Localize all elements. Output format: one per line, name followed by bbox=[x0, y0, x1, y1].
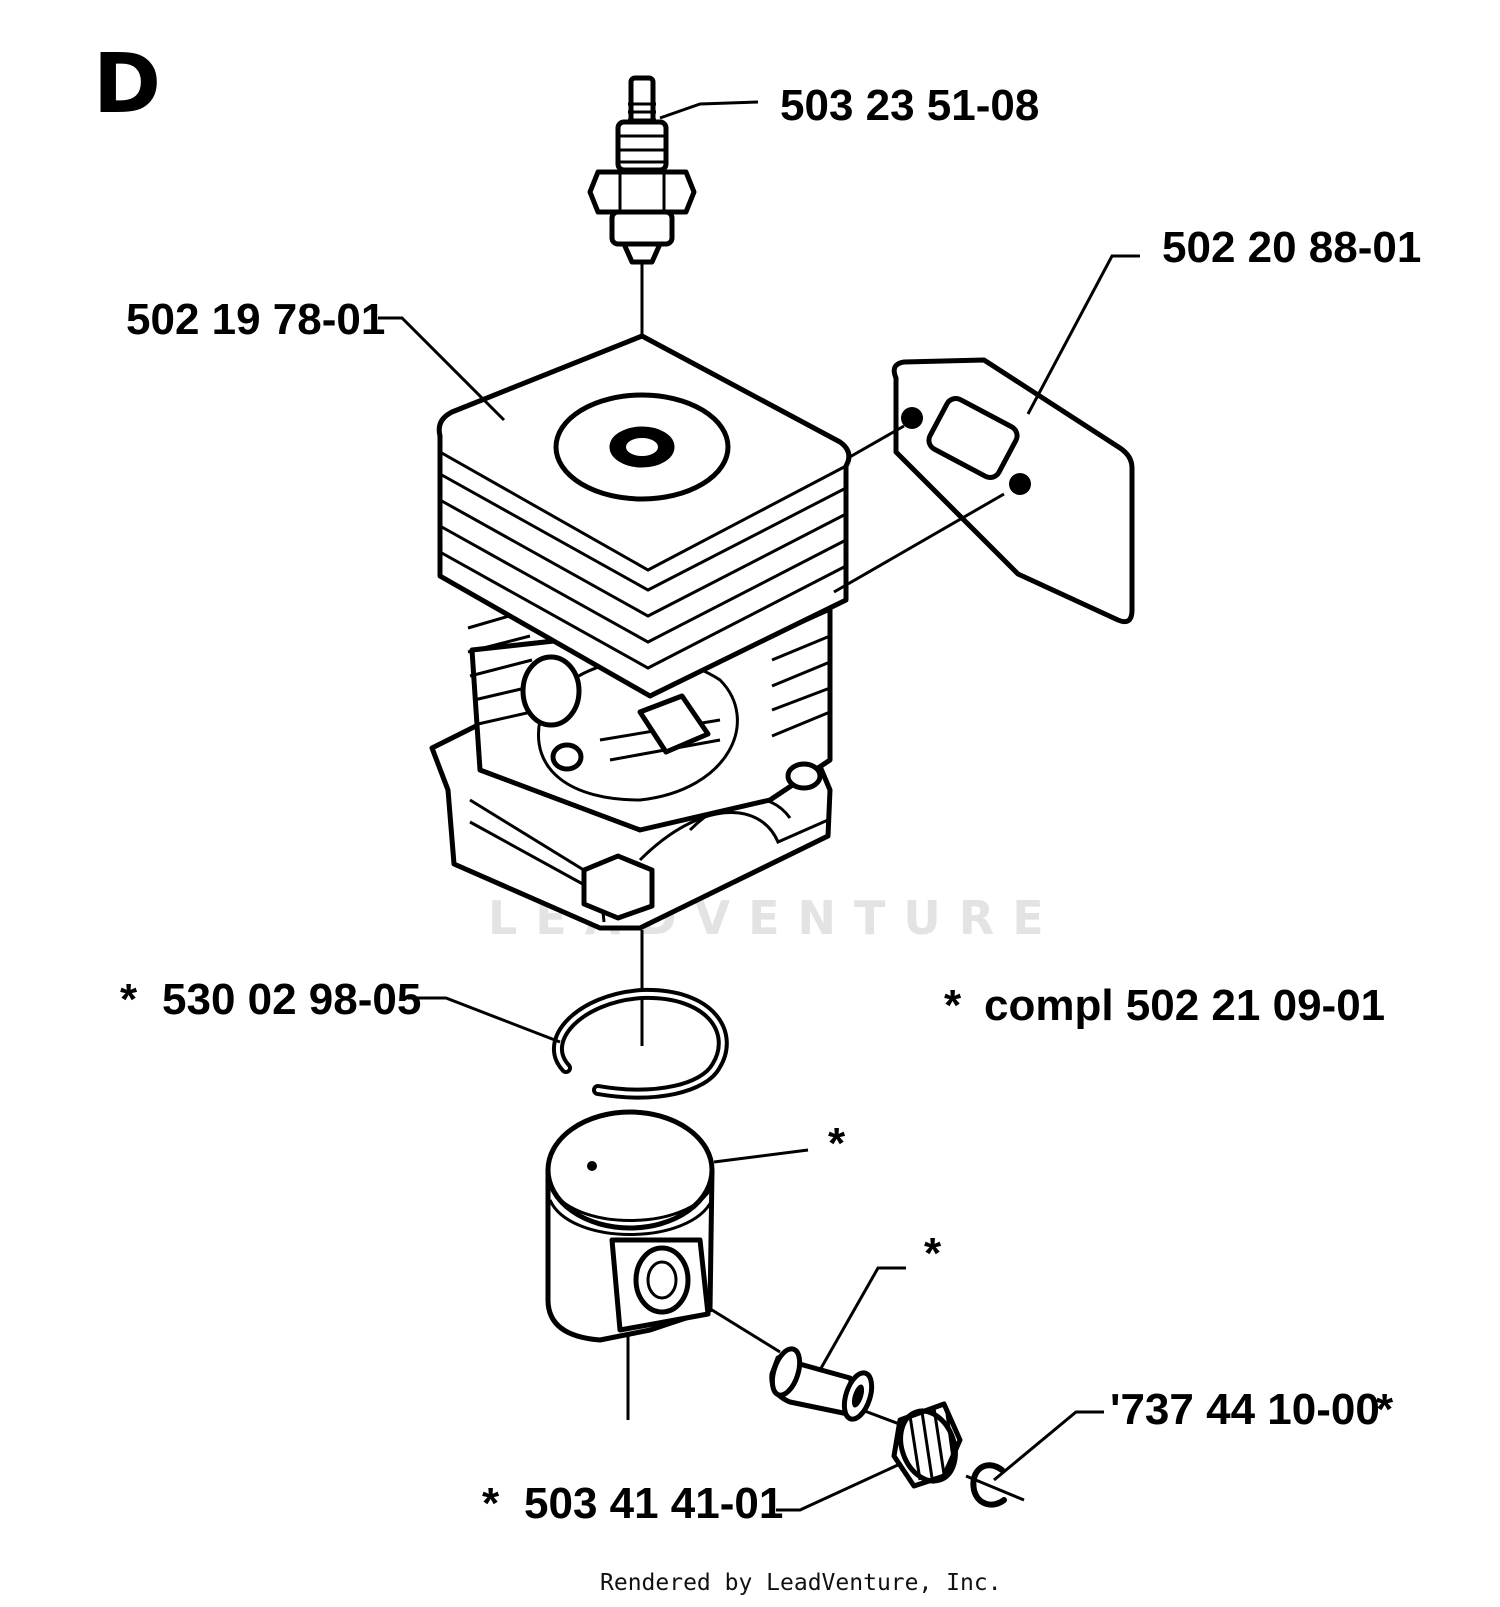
cylinder-leader bbox=[378, 316, 506, 422]
piston-ring-part bbox=[552, 987, 729, 1100]
clip-part-number: '737 44 10-00 bbox=[1110, 1385, 1380, 1434]
bearing-leader bbox=[776, 1462, 901, 1512]
exhaust-gasket-part bbox=[891, 357, 1135, 625]
ring-part-number: 530 02 98-05 bbox=[162, 975, 421, 1024]
bearing-part-number: 503 41 41-01 bbox=[524, 1479, 783, 1528]
piston-star: * bbox=[828, 1119, 846, 1168]
cylinder-part bbox=[429, 333, 852, 931]
gasket-part-number: 502 20 88-01 bbox=[1162, 223, 1421, 272]
spark-plug-part bbox=[587, 75, 697, 265]
spark-plug-leader bbox=[659, 100, 759, 120]
ring-leader bbox=[408, 996, 561, 1044]
spark-plug-part-number: 503 23 51-08 bbox=[780, 81, 1039, 130]
cylinder-part-number: 502 19 78-01 bbox=[126, 295, 385, 344]
bearing-star: * bbox=[482, 1479, 500, 1528]
gasket-bolt-line-lower bbox=[833, 492, 1005, 594]
ring-star: * bbox=[120, 975, 138, 1024]
piston-part bbox=[545, 1109, 715, 1343]
piston-leader bbox=[713, 1148, 809, 1164]
gasket-leader bbox=[1026, 254, 1140, 415]
gasket-bolt-line-upper bbox=[847, 424, 905, 460]
pin-star: * bbox=[924, 1229, 942, 1278]
pin-leader bbox=[818, 1266, 906, 1371]
needle-bearing-part bbox=[891, 1401, 963, 1489]
circlip-part bbox=[970, 1462, 1007, 1508]
footer-credit: Rendered by LeadVenture, Inc. bbox=[600, 1570, 1002, 1596]
kit-star: * bbox=[944, 981, 962, 1030]
clip-star: * bbox=[1376, 1385, 1394, 1434]
piston-pin-part bbox=[769, 1346, 875, 1422]
pin-axis bbox=[711, 1308, 781, 1354]
section-letter: D bbox=[93, 37, 161, 132]
clip-leader bbox=[993, 1410, 1104, 1482]
kit-part-number: compl 502 21 09-01 bbox=[984, 981, 1385, 1030]
